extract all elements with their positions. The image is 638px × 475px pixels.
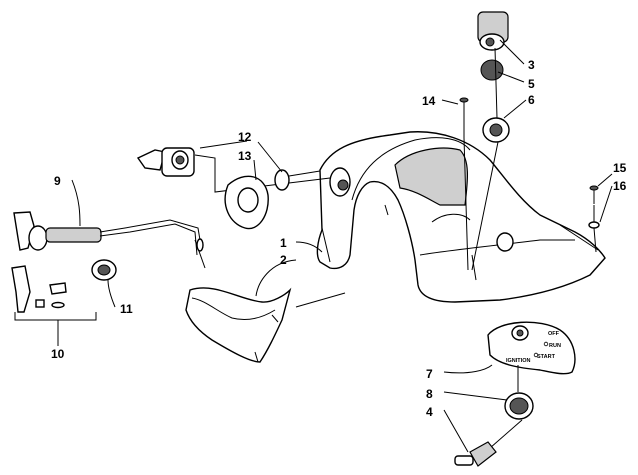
label-2: 2 [280,253,287,267]
label-13: 13 [238,149,252,163]
switch-start-text: START [537,354,556,360]
console-hood [316,131,606,303]
power-socket [136,147,331,193]
switch-boot [480,59,504,81]
label-3: 3 [528,58,535,72]
switch-body [477,11,509,51]
ignition-key [454,419,523,467]
switch-nut [504,392,534,420]
label-5: 5 [528,77,535,91]
switch-off-text: OFF [548,331,560,337]
label-1: 1 [280,236,287,250]
mounting-plate [224,169,321,230]
switch-run-text: RUN [549,343,561,349]
switch-axis-line [471,47,499,271]
label-9: 9 [54,174,61,188]
lower-cover [185,287,346,363]
label-16: 16 [613,179,627,193]
ignition-faceplate: OFF RUN START IGNITION [487,321,576,375]
switch-ignition-text: IGNITION [506,358,530,364]
label-11: 11 [120,302,133,316]
lock-ring [482,117,510,143]
leader-lines [57,39,613,453]
label-6: 6 [528,93,535,107]
label-15: 15 [613,161,627,175]
label-14: 14 [422,94,436,108]
run-indicator-icon [543,341,549,347]
start-indicator-icon [533,352,539,358]
label-12: 12 [238,130,252,144]
key-switch-harness [13,211,206,269]
nut [91,259,117,281]
screw-14 [459,97,469,271]
switch-small-parts [11,265,97,321]
washer-16 [588,205,600,253]
part-number-labels: 1 2 3 4 5 6 7 8 9 10 11 12 13 14 15 16 [51,58,627,419]
label-7: 7 [426,367,433,381]
screw-15 [589,185,599,204]
label-4: 4 [426,405,433,419]
label-8: 8 [426,387,433,401]
label-10: 10 [51,347,65,361]
